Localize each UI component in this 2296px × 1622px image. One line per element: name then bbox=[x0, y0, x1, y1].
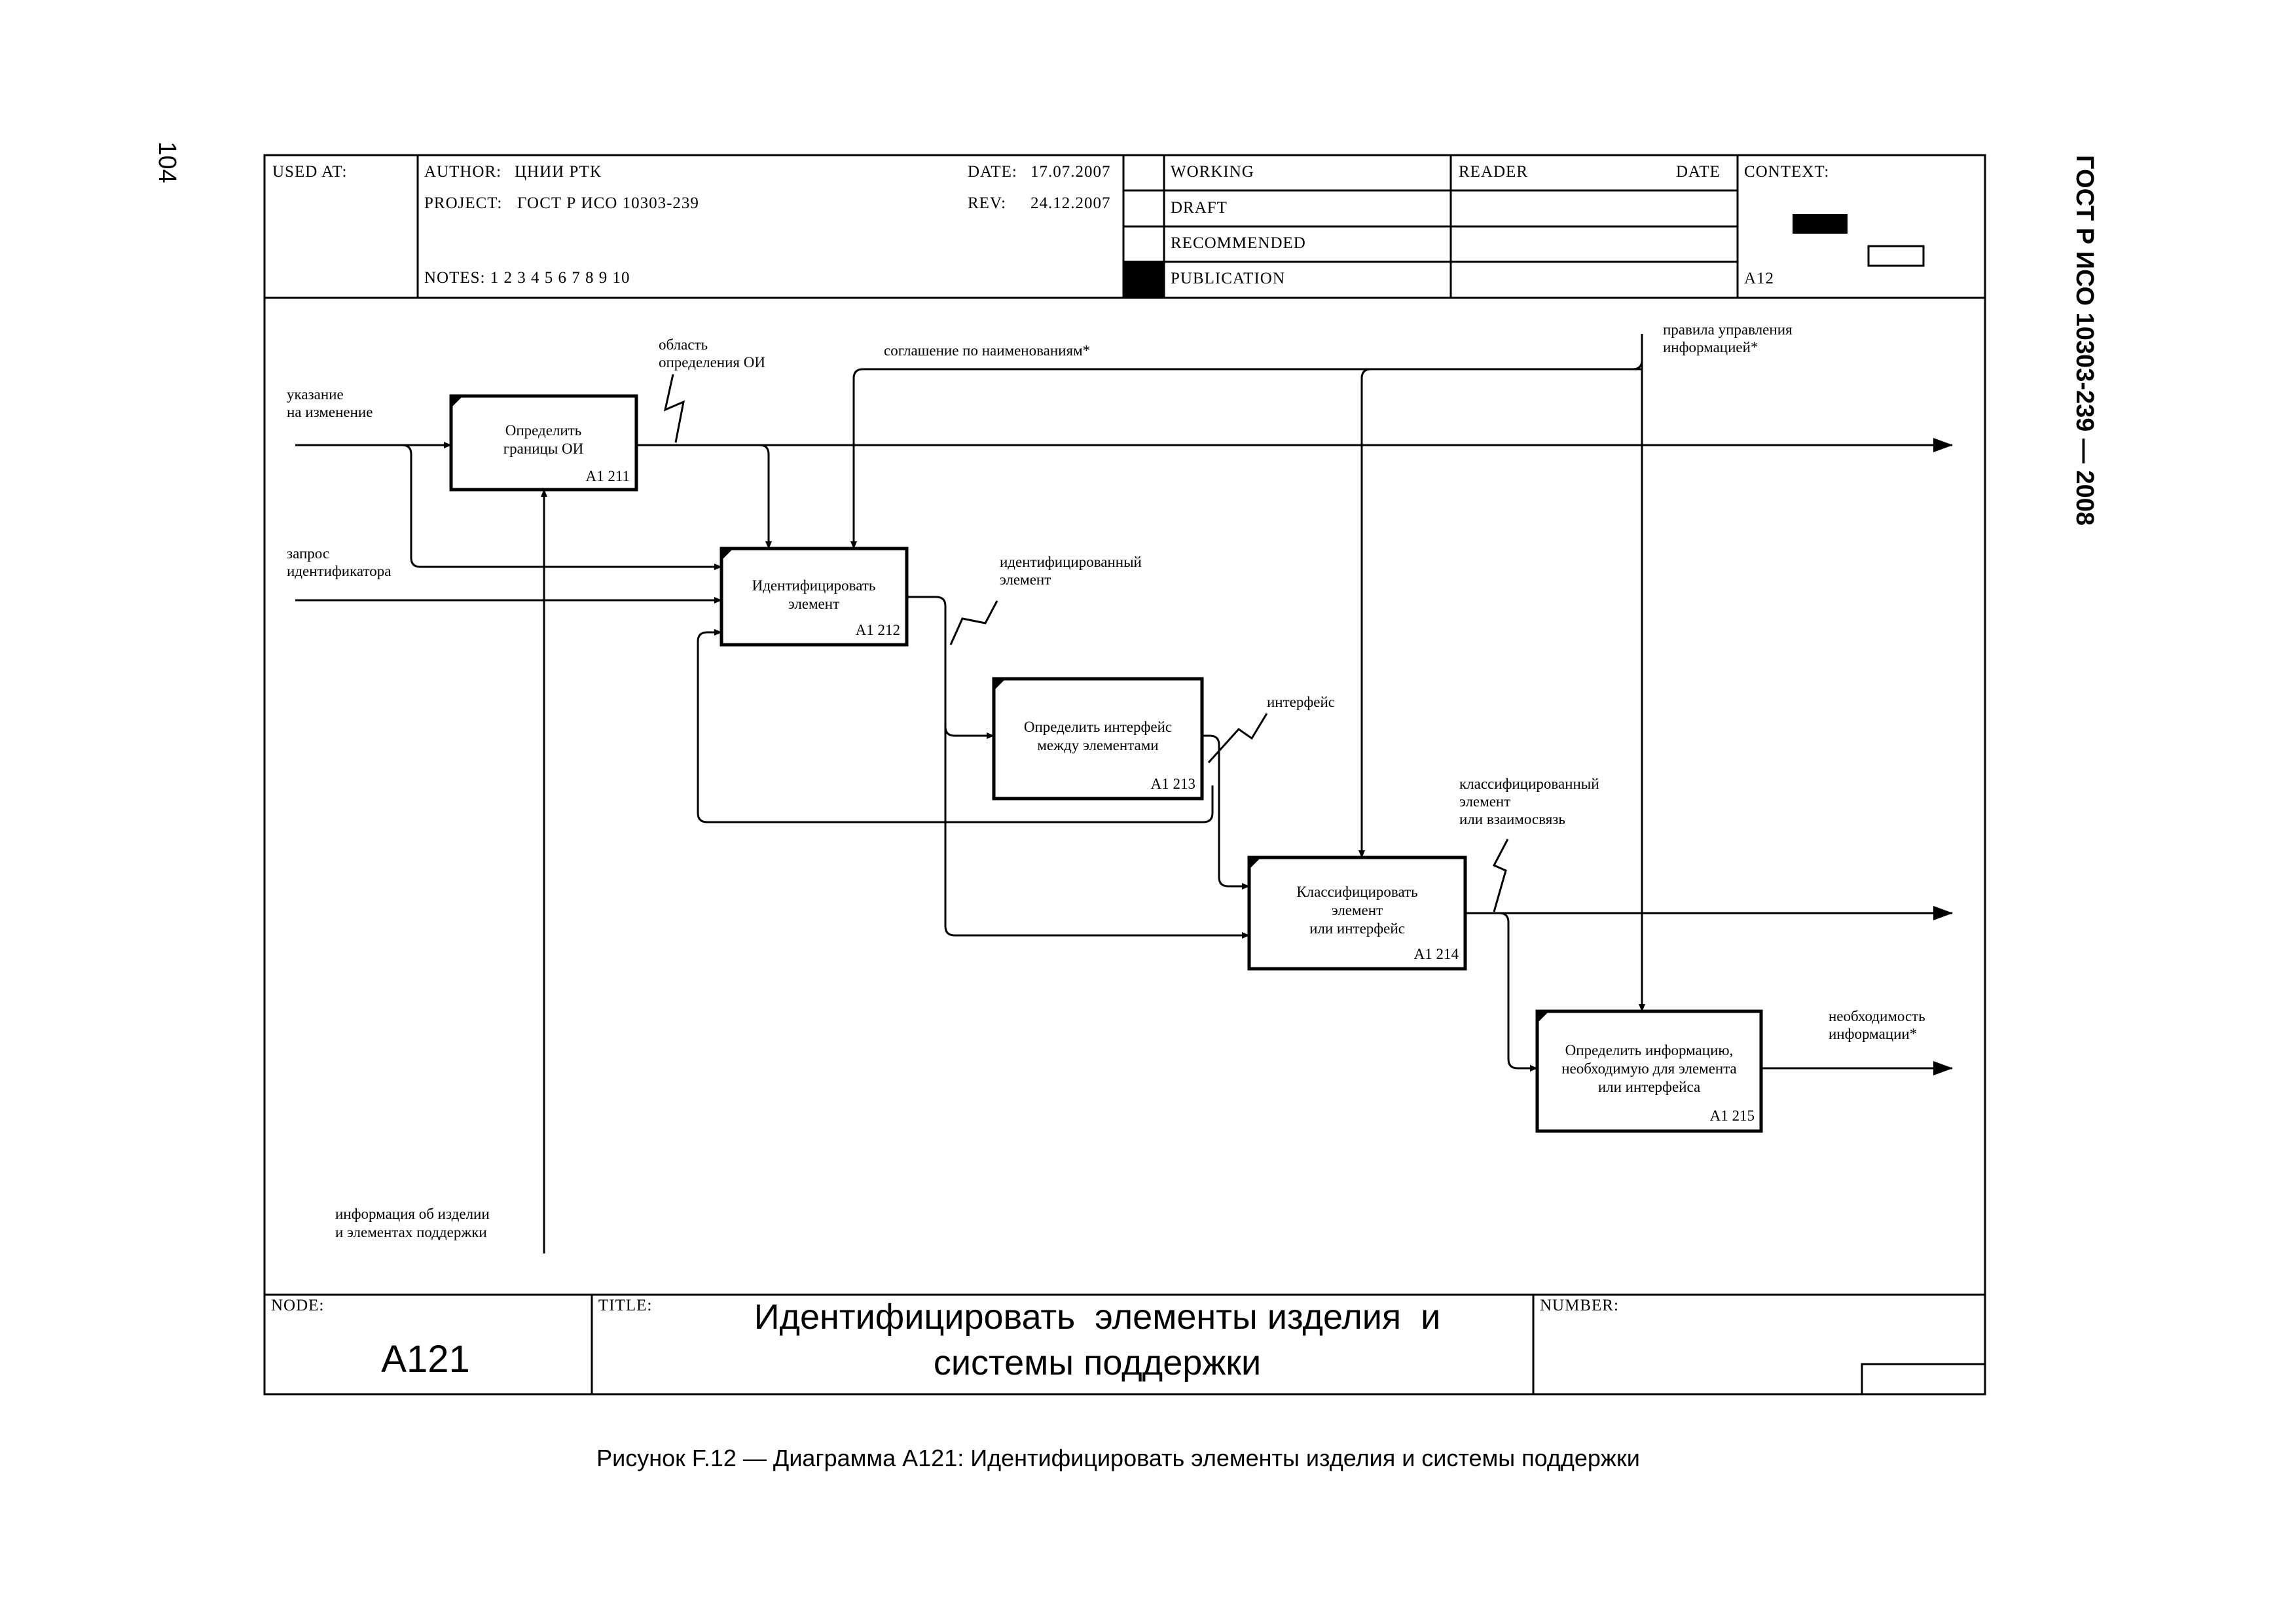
title-line-2: системы поддержки bbox=[934, 1343, 1261, 1382]
arrow-scope-to-a1212 bbox=[759, 444, 772, 549]
label-scope-1: область bbox=[659, 336, 708, 353]
box-label: Классифицировать bbox=[1296, 884, 1417, 900]
used-at-label: USED AT: bbox=[272, 163, 347, 181]
publication-status-marker bbox=[1123, 262, 1164, 298]
label-info-need-2: информации* bbox=[1829, 1026, 1917, 1042]
box-label: или интерфейс bbox=[1309, 920, 1405, 937]
arrow-naming-agreement bbox=[850, 368, 1642, 549]
date-label: DATE: bbox=[968, 163, 1017, 181]
label-id-request-2: идентификатора bbox=[287, 563, 392, 579]
label-classified-3: или взаимосвязь bbox=[1459, 811, 1565, 827]
activity-box-a1212: Идентифицировать элемент A1 212 bbox=[720, 547, 909, 647]
box-label: между элементами bbox=[1037, 737, 1158, 753]
box-number: A1 212 bbox=[856, 622, 900, 638]
box-number: A1 211 bbox=[585, 468, 630, 484]
box-number: A1 214 bbox=[1414, 946, 1459, 962]
squiggle-identified bbox=[949, 600, 998, 645]
label-classified-1: классифицированный bbox=[1459, 776, 1599, 792]
label-product-info-1: информация об изделии bbox=[335, 1206, 490, 1222]
arrow-naming-to-a1214 bbox=[1358, 368, 1372, 858]
box-label: необходимую для элемента bbox=[1561, 1060, 1737, 1077]
date-value: 17.07.2007 bbox=[1030, 163, 1111, 181]
arrow-classified-to-a1215 bbox=[1499, 912, 1538, 1072]
label-naming-agreement: соглашение по наименованиям* bbox=[884, 342, 1090, 359]
notes: NOTES: 1 2 3 4 5 6 7 8 9 10 bbox=[424, 269, 630, 287]
arrows bbox=[295, 334, 1953, 1253]
activity-box-a1214: Классифицировать элемент или интерфейс A… bbox=[1247, 856, 1467, 971]
status-working: WORKING bbox=[1171, 163, 1254, 181]
rev-label: REV: bbox=[968, 194, 1006, 212]
context-node: A12 bbox=[1744, 270, 1774, 287]
diagram-frame bbox=[263, 154, 1986, 1396]
box-label: границы ОИ bbox=[503, 441, 584, 457]
label-identified-element-2: элемент bbox=[1000, 571, 1051, 588]
label-identified-element-1: идентифицированный bbox=[1000, 554, 1142, 570]
box-number: A1 215 bbox=[1710, 1108, 1755, 1124]
header: USED AT: AUTHOR: ЦНИИ РТК DATE: 17.07.20… bbox=[264, 155, 1985, 299]
box-label: Определить интерфейс bbox=[1024, 719, 1172, 735]
label-product-info-2: и элементах поддержки bbox=[335, 1224, 487, 1240]
box-label: или интерфейса bbox=[1598, 1079, 1700, 1095]
arrow-identified-element bbox=[907, 596, 994, 739]
node-value: A121 bbox=[381, 1338, 469, 1380]
author-value: ЦНИИ РТК bbox=[515, 163, 602, 181]
label-classified-2: элемент bbox=[1459, 793, 1510, 810]
box-label: Идентифицировать bbox=[752, 577, 876, 594]
label-interface: интерфейс bbox=[1267, 694, 1335, 710]
standard-designation: ГОСТ Р ИСО 10303-239 — 2008 bbox=[2071, 155, 2098, 526]
footer: NODE: A121 TITLE: Идентифицировать элеме… bbox=[264, 1293, 1986, 1396]
squiggle-interface bbox=[1207, 713, 1268, 764]
label-info-need-1: необходимость bbox=[1829, 1008, 1925, 1024]
author-label: AUTHOR: bbox=[424, 163, 501, 181]
context-label: CONTEXT: bbox=[1744, 163, 1829, 181]
arrow-identified-to-a1214 bbox=[944, 727, 1250, 939]
status-draft: DRAFT bbox=[1171, 199, 1228, 217]
squiggle-scope bbox=[663, 374, 685, 443]
squiggle-classified bbox=[1492, 838, 1509, 912]
node-label: NODE: bbox=[271, 1297, 324, 1314]
arrow-interface bbox=[1202, 734, 1250, 890]
activity-box-a1215: Определить информацию, необходимую для э… bbox=[1535, 1009, 1763, 1133]
reader-label: READER bbox=[1459, 163, 1528, 181]
label-change-request-2: на изменение bbox=[287, 404, 373, 420]
activity-box-a1211: Определить границы ОИ A1 211 bbox=[449, 394, 638, 492]
label-info-rules-1: правила управления bbox=[1663, 321, 1793, 338]
label-info-rules-2: информацией* bbox=[1663, 339, 1758, 355]
context-parent-box bbox=[1793, 214, 1848, 234]
box-label: элемент bbox=[788, 596, 839, 612]
arrow-info-rules-tail bbox=[1632, 359, 1643, 370]
box-label: Определить информацию, bbox=[1565, 1042, 1734, 1058]
label-id-request-1: запрос bbox=[287, 545, 329, 562]
status-recommended: RECOMMENDED bbox=[1171, 234, 1306, 252]
box-label: элемент bbox=[1332, 902, 1383, 918]
arrow-feedback-loop bbox=[697, 629, 1214, 823]
context-child-box bbox=[1867, 245, 1925, 267]
project-value: ГОСТ Р ИСО 10303-239 bbox=[517, 194, 699, 212]
figure-caption: Рисунок F.12 — Диаграмма A121: Идентифиц… bbox=[596, 1445, 1640, 1471]
sheet-number-box bbox=[1861, 1363, 1986, 1396]
label-scope-2: определения ОИ bbox=[659, 354, 765, 370]
status-publication: PUBLICATION bbox=[1171, 270, 1285, 287]
arrow-labels: указание на изменение запрос идентификат… bbox=[287, 321, 1925, 1240]
box-label: Определить bbox=[505, 422, 582, 439]
activity-box-a1213: Определить интерфейс между элементами A1… bbox=[992, 677, 1204, 801]
number-label: NUMBER: bbox=[1540, 1297, 1619, 1314]
page-number: 104 bbox=[153, 141, 181, 183]
arrow-change-request-branch bbox=[401, 444, 722, 570]
reader-date-label: DATE bbox=[1676, 163, 1721, 181]
box-number: A1 213 bbox=[1151, 776, 1195, 792]
rev-value: 24.12.2007 bbox=[1030, 194, 1111, 212]
title-label: TITLE: bbox=[598, 1297, 652, 1314]
title-line-1: Идентифицировать элементы изделия и bbox=[754, 1297, 1441, 1337]
project-label: PROJECT: bbox=[424, 194, 502, 212]
label-change-request-1: указание bbox=[287, 386, 344, 403]
